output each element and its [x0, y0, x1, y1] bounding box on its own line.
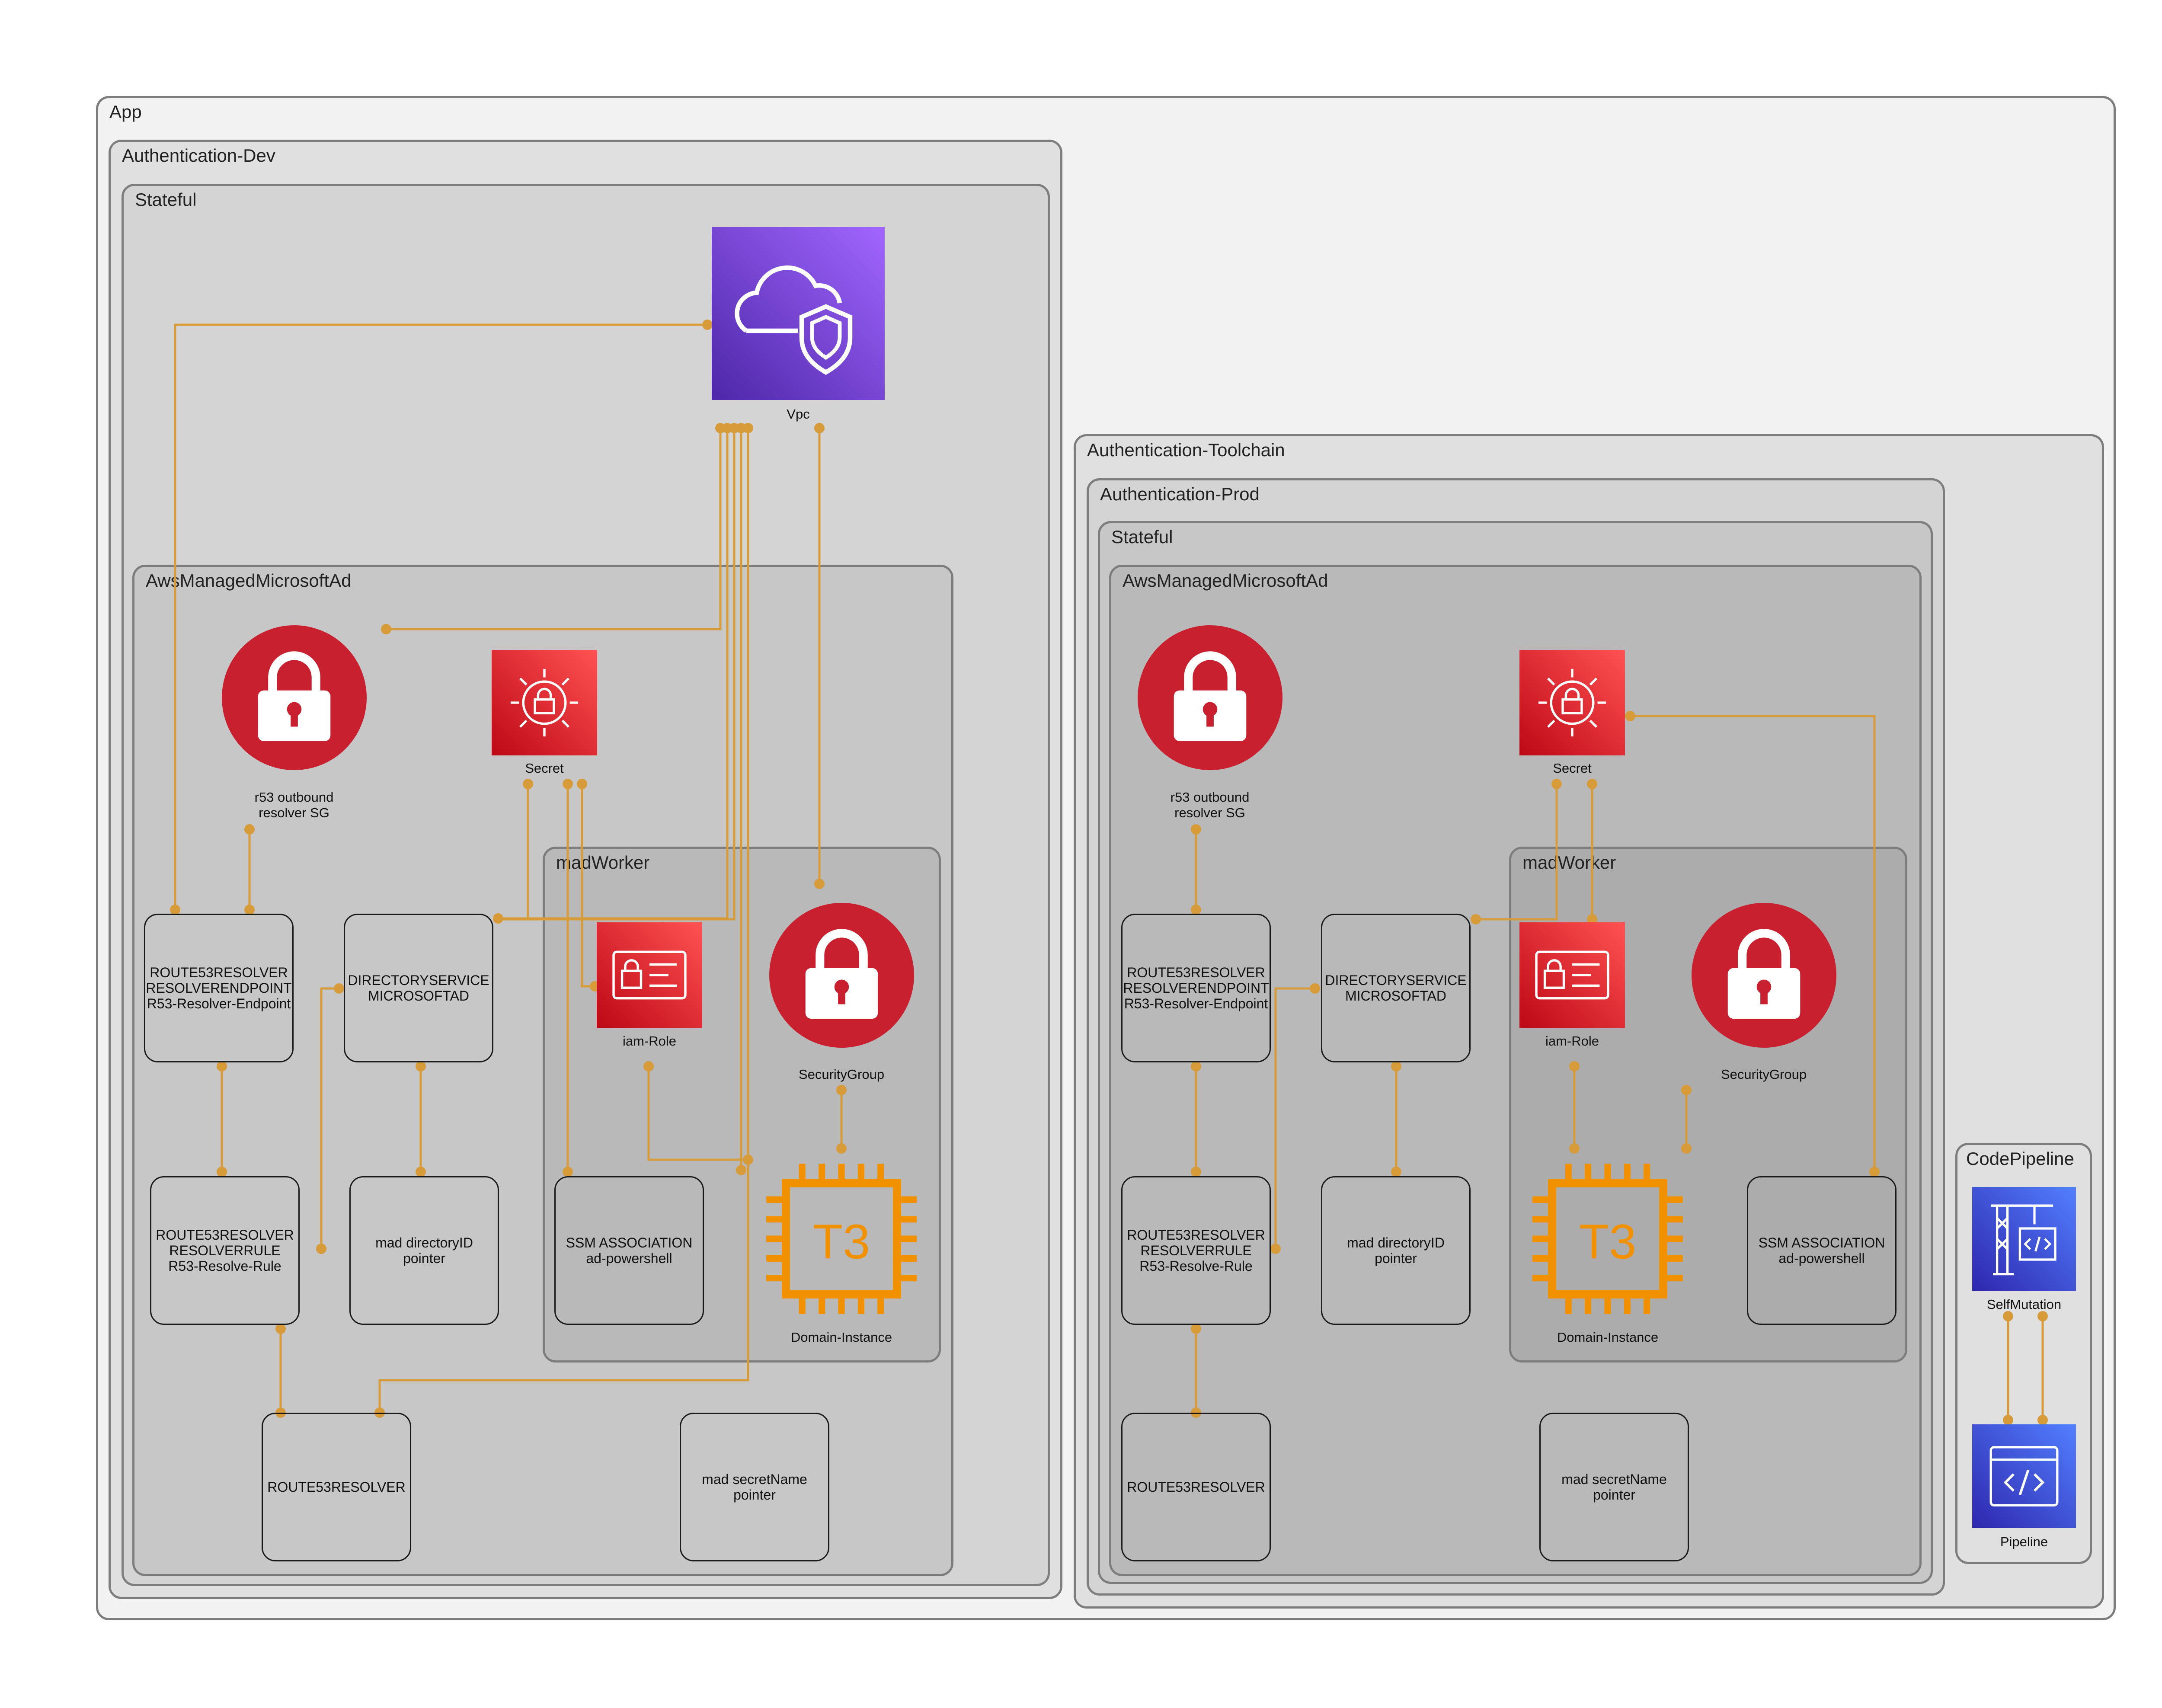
- group-label-dev-mad-worker: madWorker: [556, 852, 650, 873]
- ssm-association-node[interactable]: SSM ASSOCIATION ad-powershell: [554, 1176, 704, 1325]
- directory-service-node[interactable]: DIRECTORYSERVICE MICROSOFTAD: [344, 914, 493, 1062]
- prod-directory-service-node[interactable]: DIRECTORYSERVICE MICROSOFTAD: [1321, 914, 1471, 1062]
- crane-code-icon[interactable]: [1972, 1187, 2076, 1291]
- r53-outbound-resolver-sg-label: r53 outbound resolver SG: [254, 790, 334, 820]
- ec2-t3-chip-icon[interactable]: T3: [760, 1157, 923, 1321]
- directory-id-pointer-node[interactable]: mad directoryID pointer: [349, 1176, 499, 1325]
- prod-directory-id-pointer-node[interactable]: mad directoryID pointer: [1321, 1176, 1471, 1325]
- resolver-endpoint-node[interactable]: ROUTE53RESOLVER RESOLVERENDPOINT R53-Res…: [144, 914, 294, 1062]
- padlock-icon[interactable]: [1138, 625, 1282, 770]
- prod-secret-label: Secret: [1553, 761, 1592, 776]
- self-mutation-label: SelfMutation: [1986, 1297, 2062, 1312]
- group-label-prod-mad-worker: madWorker: [1522, 852, 1616, 873]
- prod-ssm-association-node[interactable]: SSM ASSOCIATION ad-powershell: [1747, 1176, 1897, 1325]
- group-label-dev-aws-managed-ad: AwsManagedMicrosoftAd: [146, 570, 352, 591]
- group-label-codepipeline: CodePipeline: [1966, 1148, 2074, 1169]
- security-group-label: SecurityGroup: [798, 1067, 885, 1082]
- route53resolver-node[interactable]: ROUTE53RESOLVER: [262, 1413, 411, 1561]
- ec2-t3-chip-icon[interactable]: T3: [1526, 1157, 1689, 1321]
- padlock-icon[interactable]: [222, 625, 367, 770]
- svg-text:T3: T3: [1579, 1214, 1636, 1269]
- prod-secret-name-pointer-node[interactable]: mad secretName pointer: [1539, 1413, 1689, 1561]
- padlock-icon[interactable]: [1692, 903, 1836, 1048]
- group-label-prod-aws-managed-ad: AwsManagedMicrosoftAd: [1123, 570, 1328, 591]
- iam-role-label: iam-Role: [622, 1033, 677, 1049]
- group-label-authentication-prod: Authentication-Prod: [1100, 484, 1260, 504]
- prod-resolver-rule-node[interactable]: ROUTE53RESOLVER RESOLVERRULE R53-Resolve…: [1121, 1176, 1271, 1325]
- padlock-icon[interactable]: [769, 903, 914, 1048]
- iam-role-icon[interactable]: [1519, 922, 1625, 1028]
- prod-route53resolver-node[interactable]: ROUTE53RESOLVER: [1121, 1413, 1271, 1561]
- vpc-shield-cloud-icon[interactable]: [712, 227, 885, 400]
- prod-resolver-endpoint-node[interactable]: ROUTE53RESOLVER RESOLVERENDPOINT R53-Res…: [1121, 914, 1271, 1062]
- group-label-authentication-toolchain: Authentication-Toolchain: [1087, 440, 1285, 460]
- vpc-label: Vpc: [787, 406, 810, 422]
- prod-iam-role-label: iam-Role: [1545, 1033, 1599, 1049]
- secrets-manager-icon[interactable]: [1519, 650, 1625, 755]
- secrets-manager-icon[interactable]: [492, 650, 597, 755]
- prod-r53-outbound-resolver-sg-label: r53 outbound resolver SG: [1170, 790, 1250, 820]
- iam-role-icon[interactable]: [597, 922, 702, 1028]
- group-label-prod-stateful: Stateful: [1111, 527, 1173, 547]
- prod-security-group-label: SecurityGroup: [1721, 1067, 1807, 1082]
- pipeline-label: Pipeline: [2000, 1534, 2048, 1549]
- secret-label: Secret: [525, 761, 564, 776]
- prod-domain-instance-label: Domain-Instance: [1557, 1330, 1659, 1345]
- secret-name-pointer-node[interactable]: mad secretName pointer: [680, 1413, 829, 1561]
- group-label-authentication-dev: Authentication-Dev: [122, 145, 275, 166]
- domain-instance-label: Domain-Instance: [790, 1330, 892, 1345]
- group-label-dev-stateful: Stateful: [135, 189, 197, 210]
- svg-text:T3: T3: [813, 1214, 870, 1269]
- group-label-app: App: [109, 102, 142, 122]
- code-pipeline-icon[interactable]: [1972, 1424, 2076, 1528]
- resolver-rule-node[interactable]: ROUTE53RESOLVER RESOLVERRULE R53-Resolve…: [150, 1176, 300, 1325]
